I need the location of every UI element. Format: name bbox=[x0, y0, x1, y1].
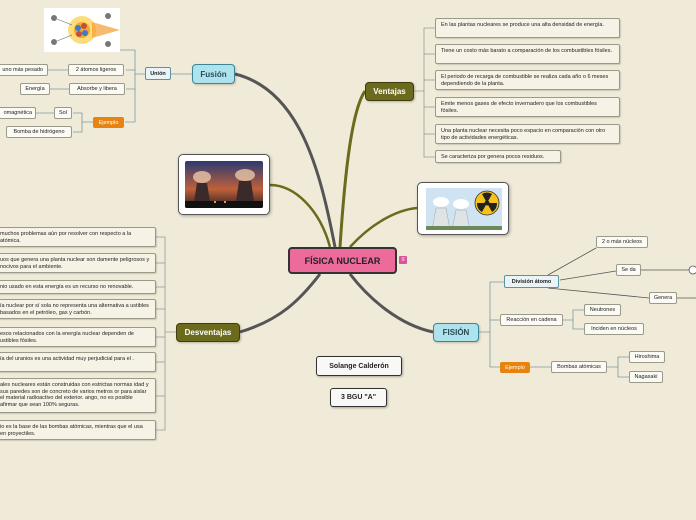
nuclear-plant-radiation-image bbox=[417, 182, 509, 235]
disadvantage-item-8[interactable]: io es la base de las bombas atómicas, mi… bbox=[0, 420, 156, 440]
author-name[interactable]: Solange Calderón bbox=[316, 356, 402, 376]
energy-node[interactable]: Energía bbox=[20, 83, 50, 95]
advantages-branch[interactable]: Ventajas bbox=[365, 82, 414, 101]
generates-node[interactable]: Genera bbox=[649, 292, 677, 304]
disadvantage-item-4[interactable]: ía nuclear por sí sola no representa una… bbox=[0, 299, 156, 319]
light-atoms-node[interactable]: 2 átomos ligeros bbox=[68, 64, 124, 76]
hiroshima-node[interactable]: Hiroshima bbox=[629, 351, 665, 363]
atomic-bombs-node[interactable]: Bombas atómicas bbox=[551, 361, 607, 373]
advantage-item-5[interactable]: Una planta nuclear necesita poco espacio… bbox=[435, 124, 620, 144]
advantage-item-1[interactable]: En las plantas nucleares se produce una … bbox=[435, 18, 620, 38]
disadvantage-item-1[interactable]: muchos problemas aún por resolver con re… bbox=[0, 227, 156, 247]
advantage-item-3[interactable]: El periodo de recarga de combustible se … bbox=[435, 70, 620, 90]
nuclear-plant-night-image bbox=[178, 154, 270, 215]
fusion-diagram-image bbox=[44, 8, 120, 52]
note-icon[interactable]: ≡ bbox=[399, 256, 407, 264]
disadvantage-item-5[interactable]: esos relacionados con la energía nuclear… bbox=[0, 327, 156, 347]
hydrogen-bomb-node[interactable]: Bomba de hidrógeno bbox=[6, 126, 72, 138]
disadvantage-item-6[interactable]: ía del uranios es una actividad muy perj… bbox=[0, 352, 156, 372]
heavier-atom-node[interactable]: uno más pesado bbox=[0, 64, 48, 76]
fission-branch[interactable]: FISIÓN bbox=[433, 323, 479, 342]
advantage-item-2[interactable]: Tiene un costo más barato a comparación … bbox=[435, 44, 620, 64]
absorbs-releases-node[interactable]: Absorbe y libera bbox=[69, 83, 125, 95]
course-label[interactable]: 3 BGU "A" bbox=[330, 388, 387, 407]
sun-node[interactable]: Sol bbox=[54, 107, 72, 119]
central-topic[interactable]: FÍSICA NUCLEAR bbox=[288, 247, 397, 274]
disadvantage-item-7[interactable]: ales nucleares están construidas con est… bbox=[0, 378, 156, 413]
electromagnetic-node[interactable]: omagnética bbox=[0, 107, 36, 119]
advantage-item-6[interactable]: Se caracteriza por genera pocos residuos… bbox=[435, 150, 561, 163]
fusion-example-tag[interactable]: Ejemplo bbox=[93, 117, 124, 128]
fission-example-tag[interactable]: Ejemplo bbox=[500, 362, 530, 373]
disadvantage-item-2[interactable]: uos que genera una planta nuclear son da… bbox=[0, 253, 156, 273]
atom-division-node[interactable]: División átomo bbox=[504, 275, 559, 288]
fusion-branch[interactable]: Fusión bbox=[192, 64, 235, 84]
disadvantages-branch[interactable]: Desventajas bbox=[176, 323, 240, 342]
chain-reaction-node[interactable]: Reacción en cadena bbox=[500, 314, 563, 326]
advantage-item-4[interactable]: Emite menos gases de efecto invernadero … bbox=[435, 97, 620, 117]
union-node[interactable]: Unión bbox=[145, 67, 171, 80]
disadvantage-item-3[interactable]: nio usado en esta energía es un recurso … bbox=[0, 280, 156, 294]
occurs-node[interactable]: Se da bbox=[616, 264, 641, 276]
two-or-more-nuclei-node[interactable]: 2 o más núcleos bbox=[596, 236, 648, 248]
neutrons-node[interactable]: Neutrones bbox=[584, 304, 621, 316]
nagasaki-node[interactable]: Nagasaki bbox=[629, 371, 663, 383]
impact-nuclei-node[interactable]: Inciden en núcleos bbox=[584, 323, 644, 335]
